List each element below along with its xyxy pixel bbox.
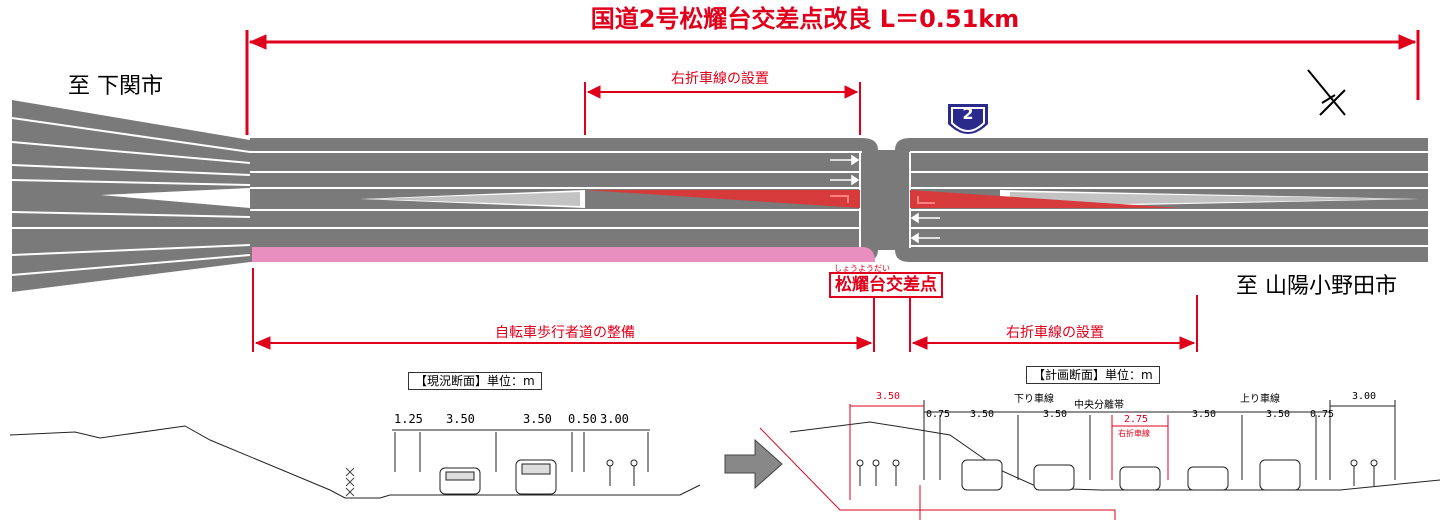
planned-width-sidewalk-right: 3.00: [1352, 391, 1377, 402]
dimension-right-turn-west: [584, 82, 861, 135]
existing-width-1: 1.25: [394, 412, 423, 426]
destination-east: 至 山陽小野田市: [1236, 274, 1397, 299]
planned-width-median: 2.75: [1124, 414, 1149, 425]
median-hatching-west: [360, 190, 585, 208]
lane-arrows: [830, 154, 940, 244]
planned-width-lane2: 3.50: [1043, 409, 1068, 420]
road-west-approach: [11, 100, 251, 292]
label-right-turn-west: 右折車線の設置: [671, 71, 769, 87]
right-turn-lane-east: [910, 190, 1180, 208]
existing-width-2: 3.50: [446, 412, 475, 426]
intersection-name: 松耀台交差点: [829, 272, 943, 298]
existing-width-4: 0.50: [568, 412, 597, 426]
intersection-ruby: しょうようだい: [834, 264, 890, 273]
planned-width-shoulder-right: 0.75: [1310, 409, 1335, 420]
planned-width-lane3: 3.50: [1192, 409, 1217, 420]
planned-section-label: 【計画断面】単位：m: [1026, 366, 1160, 384]
lane-markings: [250, 151, 1428, 248]
planned-width-lane4: 3.50: [1266, 409, 1291, 420]
destination-west: 至 下関市: [68, 74, 163, 99]
cross-sections: [9, 400, 1441, 520]
planned-group-median: 中央分離帯: [1074, 400, 1124, 411]
label-bike-path: 自転車歩行者道の整備: [495, 325, 635, 341]
planned-width-lane1: 3.50: [970, 409, 995, 420]
planned-width-sidewalk-left: 3.50: [876, 391, 901, 402]
route-number: 2: [962, 104, 974, 123]
project-title: 国道2号松耀台交差点改良 L＝0.51km: [590, 5, 1020, 33]
total-length-dimension: [245, 30, 1420, 135]
planned-group-down: 下り車線: [1014, 394, 1054, 405]
existing-section-label: 【現況断面】単位：m: [408, 372, 542, 390]
dimension-right-turn-east: [909, 295, 1198, 352]
existing-width-3: 3.50: [523, 412, 552, 426]
right-turn-lane-west: [585, 190, 860, 208]
bike-path: [252, 247, 875, 262]
route-shield-icon: [948, 104, 988, 134]
planned-group-up: 上り車線: [1240, 394, 1280, 405]
planned-median-note: 右折車線: [1118, 429, 1150, 438]
north-arrow-icon: [1307, 69, 1346, 116]
planned-section-drawing: [759, 400, 1441, 520]
existing-width-5: 3.00: [600, 412, 629, 426]
existing-section-drawing: [9, 425, 701, 499]
label-right-turn-east: 右折車線の設置: [1006, 325, 1104, 341]
plan-view: [11, 30, 1428, 352]
planned-width-shoulder-left: 0.75: [926, 409, 951, 420]
transition-arrow-icon: [724, 438, 783, 490]
dimension-bike-path: [252, 268, 875, 352]
